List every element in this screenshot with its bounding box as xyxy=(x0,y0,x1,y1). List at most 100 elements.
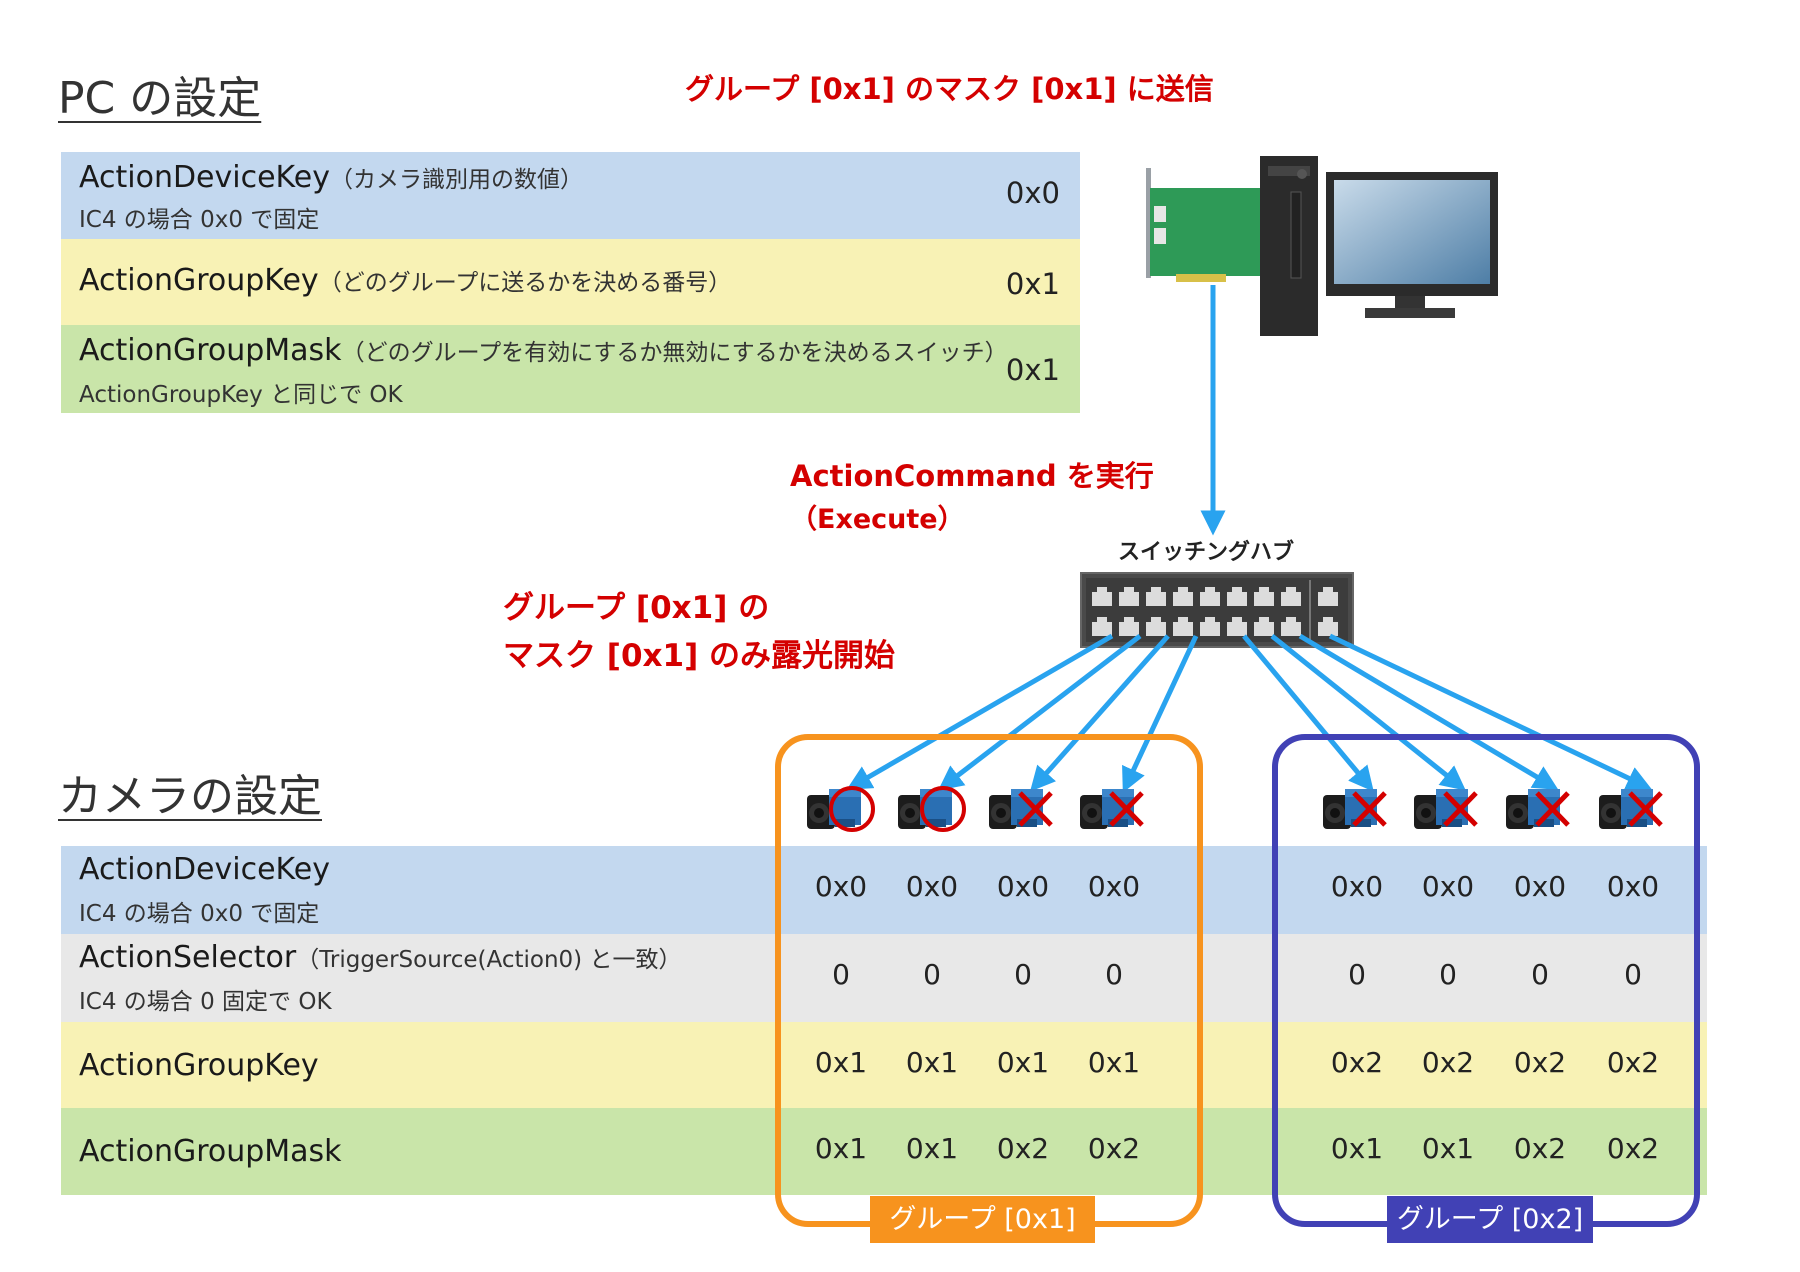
network-card-icon xyxy=(1146,168,1270,282)
arrow-hub-to-camera xyxy=(1122,634,1199,793)
hub-port xyxy=(1119,617,1139,636)
camera-value-cell: 0x0 xyxy=(1421,870,1475,903)
hub-port xyxy=(1173,587,1193,606)
camera-value-cell: 0x2 xyxy=(1513,1046,1567,1079)
camera-value-cell: 0x1 xyxy=(1330,1132,1384,1165)
camera-row: ActionSelector（TriggerSource(Action0) と一… xyxy=(61,934,1707,1022)
pc-row-name: ActionDeviceKey xyxy=(79,160,330,195)
hub-port xyxy=(1146,617,1166,636)
arrow-hub-to-camera xyxy=(1298,633,1559,790)
camera-value-cell: 0x2 xyxy=(1087,1132,1141,1165)
camera-row-name: ActionDeviceKey xyxy=(79,852,330,887)
pc-section-title: PC の設定 xyxy=(58,73,262,124)
hub-port xyxy=(1146,587,1166,606)
camera-row-name: ActionGroupMask xyxy=(79,1134,342,1169)
pc-row-name: ActionGroupMask xyxy=(79,333,342,368)
camera-icon xyxy=(807,786,875,832)
camera-value-cell: 0x1 xyxy=(905,1046,959,1079)
cross-icon xyxy=(1628,791,1663,827)
camera-value-cell: 0 xyxy=(1624,958,1642,991)
group-label-2: グループ [0x2] xyxy=(1387,1196,1593,1243)
camera-value-cell: 0x0 xyxy=(1330,870,1384,903)
switching-hub-icon xyxy=(1080,572,1354,648)
pc-row-value: 0x1 xyxy=(1005,353,1060,387)
camera-value-cell: 0 xyxy=(1439,958,1457,991)
camera-value-cell: 0x2 xyxy=(1606,1132,1660,1165)
circle-icon xyxy=(829,786,875,832)
circle-icon xyxy=(920,786,966,832)
camera-value-cell: 0x0 xyxy=(814,870,868,903)
pc-illustration xyxy=(1146,156,1498,336)
hub-label: スイッチングハブ xyxy=(1118,540,1295,565)
camera-value-cell: 0 xyxy=(1531,958,1549,991)
camera-value-cell: 0x0 xyxy=(1513,870,1567,903)
camera-section-title: カメラの設定 xyxy=(58,771,322,822)
arrow-hub-to-camera xyxy=(1242,634,1374,792)
pc-row-group-key: ActionGroupKey（どのグループに送るかを決める番号） 0x1 xyxy=(61,239,1080,325)
hub-port xyxy=(1281,617,1301,636)
camera-value-cell: 0x1 xyxy=(1421,1132,1475,1165)
camera-value-cell: 0 xyxy=(832,958,850,991)
pc-row-device-key: ActionDeviceKey（カメラ識別用の数値） IC4 の場合 0x0 で… xyxy=(61,152,1080,239)
pc-row-note: （カメラ識別用の数値） xyxy=(329,167,583,193)
arrow-hub-to-camera xyxy=(846,633,1114,790)
camera-value-cell: 0x2 xyxy=(996,1132,1050,1165)
camera-row-note: （TriggerSource(Action0) と一致） xyxy=(296,947,682,973)
camera-value-cell: 0x0 xyxy=(1087,870,1141,903)
cross-icon xyxy=(1018,791,1053,827)
pc-row-note: （どのグループに送るかを決める番号） xyxy=(318,270,732,296)
arrow-hub-to-camera xyxy=(1270,634,1466,791)
camera-icon xyxy=(1599,789,1663,829)
camera-value-cell: 0 xyxy=(1105,958,1123,991)
hub-port xyxy=(1227,587,1247,606)
camera-icon xyxy=(1414,789,1478,829)
camera-value-cell: 0x2 xyxy=(1421,1046,1475,1079)
camera-row-name: ActionGroupKey xyxy=(79,1048,319,1083)
camera-icon xyxy=(1506,789,1570,829)
camera-value-cell: 0 xyxy=(923,958,941,991)
cross-icon xyxy=(1109,791,1144,827)
send-annotation: グループ [0x1] のマスク [0x1] に送信 xyxy=(685,72,1214,106)
camera-value-cell: 0 xyxy=(1348,958,1366,991)
hub-port xyxy=(1254,617,1274,636)
camera-row-sub: IC4 の場合 0 固定で OK xyxy=(79,989,332,1015)
pc-row-value: 0x0 xyxy=(1005,176,1060,210)
camera-value-cell: 0x1 xyxy=(1087,1046,1141,1079)
exposure-annotation-line2: マスク [0x1] のみ露光開始 xyxy=(503,638,896,674)
camera-value-cell: 0x1 xyxy=(814,1046,868,1079)
camera-value-cell: 0x2 xyxy=(1330,1046,1384,1079)
hub-port xyxy=(1092,617,1112,636)
camera-icon xyxy=(1323,789,1387,829)
pc-row-sub: ActionGroupKey と同じで OK xyxy=(79,382,403,408)
command-annotation-line1: ActionCommand を実行 xyxy=(790,459,1154,493)
camera-value-cell: 0 xyxy=(1014,958,1032,991)
arrow-hub-to-camera xyxy=(1030,634,1170,792)
camera-value-cell: 0x2 xyxy=(1513,1132,1567,1165)
arrow-hub-to-camera xyxy=(1328,633,1652,790)
monitor-icon xyxy=(1326,172,1498,318)
cross-icon xyxy=(1352,791,1387,827)
pc-row-note: （どのグループを有効にするか無効にするかを決めるスイッチ） xyxy=(341,340,1008,366)
camera-value-cell: 0x0 xyxy=(996,870,1050,903)
hub-port xyxy=(1318,617,1338,636)
hub-port xyxy=(1281,587,1301,606)
hub-port xyxy=(1092,587,1112,606)
hub-port xyxy=(1254,587,1274,606)
camera-value-cell: 0x0 xyxy=(1606,870,1660,903)
hub-port xyxy=(1119,587,1139,606)
command-annotation-line2: （Execute） xyxy=(790,504,965,535)
pc-row-value: 0x1 xyxy=(1005,267,1060,301)
camera-value-cell: 0x2 xyxy=(1606,1046,1660,1079)
camera-row-name: ActionSelector xyxy=(79,940,297,975)
hub-port xyxy=(1200,587,1220,606)
camera-icon xyxy=(898,786,966,832)
hub-port xyxy=(1318,587,1338,606)
cross-icon xyxy=(1443,791,1478,827)
camera-icon xyxy=(1080,789,1144,829)
camera-row-sub: IC4 の場合 0x0 で固定 xyxy=(79,901,320,927)
pc-row-name: ActionGroupKey xyxy=(79,263,319,298)
